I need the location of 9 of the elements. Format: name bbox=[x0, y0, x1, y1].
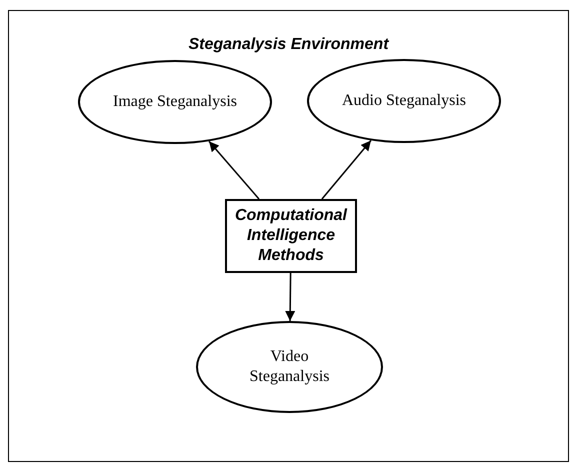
arrow bbox=[321, 140, 372, 200]
arrow bbox=[285, 273, 296, 322]
frame-title: Steganalysis Environment bbox=[187, 35, 390, 55]
node-label: Video Steganalysis bbox=[248, 347, 330, 387]
node-label: Audio Steganalysis bbox=[342, 91, 466, 111]
node-label: Image Steganalysis bbox=[113, 92, 237, 112]
process-box bbox=[225, 199, 357, 273]
node-label: Computational Intelligence Methods bbox=[235, 206, 347, 266]
environment-frame bbox=[8, 10, 569, 462]
